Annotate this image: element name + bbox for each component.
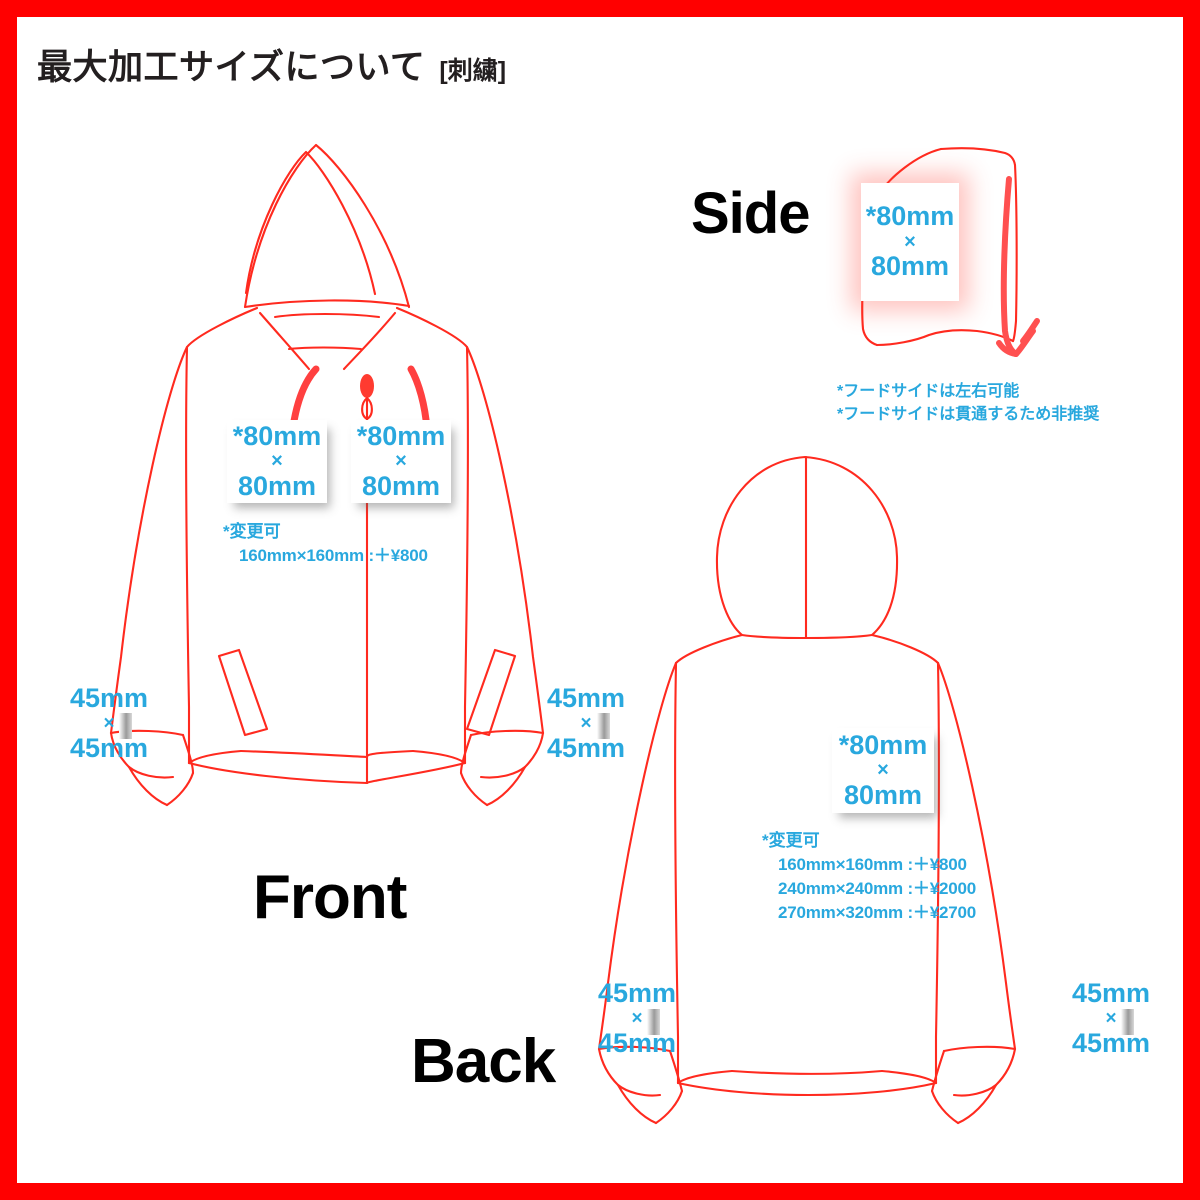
size-line-1: *80mm: [232, 420, 322, 451]
size-line-3: 45mm: [69, 733, 149, 763]
front-size-change-note: *変更可 160mm×160mm :＋¥800: [223, 520, 428, 568]
note-heading: *変更可: [762, 831, 820, 850]
size-line-2: ×: [631, 1008, 643, 1029]
page-title: 最大加工サイズについて [刺繍]: [37, 39, 506, 90]
size-line-1: 45mm: [1071, 978, 1151, 1008]
front-chest-right-size-plaque: *80mm × 80mm: [351, 420, 451, 503]
size-line-2: ×: [395, 450, 407, 473]
note-row: 270mm×320mm :＋¥2700: [778, 903, 976, 923]
size-line-3: 80mm: [870, 251, 950, 282]
size-line-3: 45mm: [546, 733, 626, 763]
cuff-chip-marker: [119, 713, 132, 739]
size-line-3: 80mm: [237, 470, 317, 501]
front-chest-left-size-plaque: *80mm × 80mm: [227, 420, 327, 503]
size-line-2: ×: [1105, 1008, 1117, 1029]
size-line-3: 80mm: [843, 779, 923, 810]
size-line-3: 80mm: [361, 470, 441, 501]
note-heading: *変更可: [223, 522, 281, 541]
back-cuff-right-size-label: 45mm × 45mm: [1063, 980, 1159, 1057]
size-line-2: ×: [580, 713, 592, 734]
note-row: 160mm×160mm :＋¥800: [778, 855, 967, 875]
side-note-1: *フードサイドは左右可能: [837, 383, 1020, 400]
page-title-tag: [刺繍]: [439, 57, 507, 85]
cuff-chip-marker: [647, 1009, 660, 1035]
size-line-2: ×: [877, 759, 889, 782]
side-hood-notes: *フードサイドは左右可能 *フードサイドは貫通するため非推奨: [837, 381, 1099, 426]
front-cuff-right-size-label: 45mm × 45mm: [538, 685, 634, 762]
size-line-1: *80mm: [865, 201, 955, 232]
page-title-main: 最大加工サイズについて: [37, 48, 426, 87]
side-view-label: Side: [691, 181, 810, 246]
size-line-3: 45mm: [1071, 1028, 1151, 1058]
front-cuff-left-size-label: 45mm × 45mm: [61, 685, 157, 762]
size-line-2: ×: [103, 713, 115, 734]
note-row: 240mm×240mm :＋¥2000: [778, 879, 976, 899]
front-jacket-drawing: [109, 143, 545, 807]
poster-canvas: 最大加工サイズについて [刺繍]: [17, 17, 1183, 1183]
size-line-1: 45mm: [69, 683, 149, 713]
size-line-2: ×: [271, 450, 283, 473]
size-line-2: ×: [904, 230, 916, 253]
back-size-change-note: *変更可 160mm×160mm :＋¥800 240mm×240mm :＋¥2…: [762, 829, 976, 926]
back-view-label: Back: [411, 1027, 556, 1096]
size-line-1: *80mm: [356, 420, 446, 451]
size-line-1: 45mm: [597, 978, 677, 1008]
back-cuff-left-size-label: 45mm × 45mm: [589, 980, 685, 1057]
cuff-chip-marker: [597, 713, 610, 739]
size-line-1: *80mm: [838, 729, 928, 760]
front-view-label: Front: [253, 863, 407, 932]
size-line-3: 45mm: [597, 1028, 677, 1058]
note-row: 160mm×160mm :＋¥800: [239, 546, 428, 566]
side-note-2: *フードサイドは貫通するため非推奨: [837, 405, 1100, 423]
cuff-chip-marker: [1121, 1009, 1134, 1035]
back-center-size-plaque: *80mm × 80mm: [832, 728, 934, 813]
side-hood-size-plaque: *80mm × 80mm: [861, 183, 959, 301]
size-line-1: 45mm: [546, 683, 626, 713]
